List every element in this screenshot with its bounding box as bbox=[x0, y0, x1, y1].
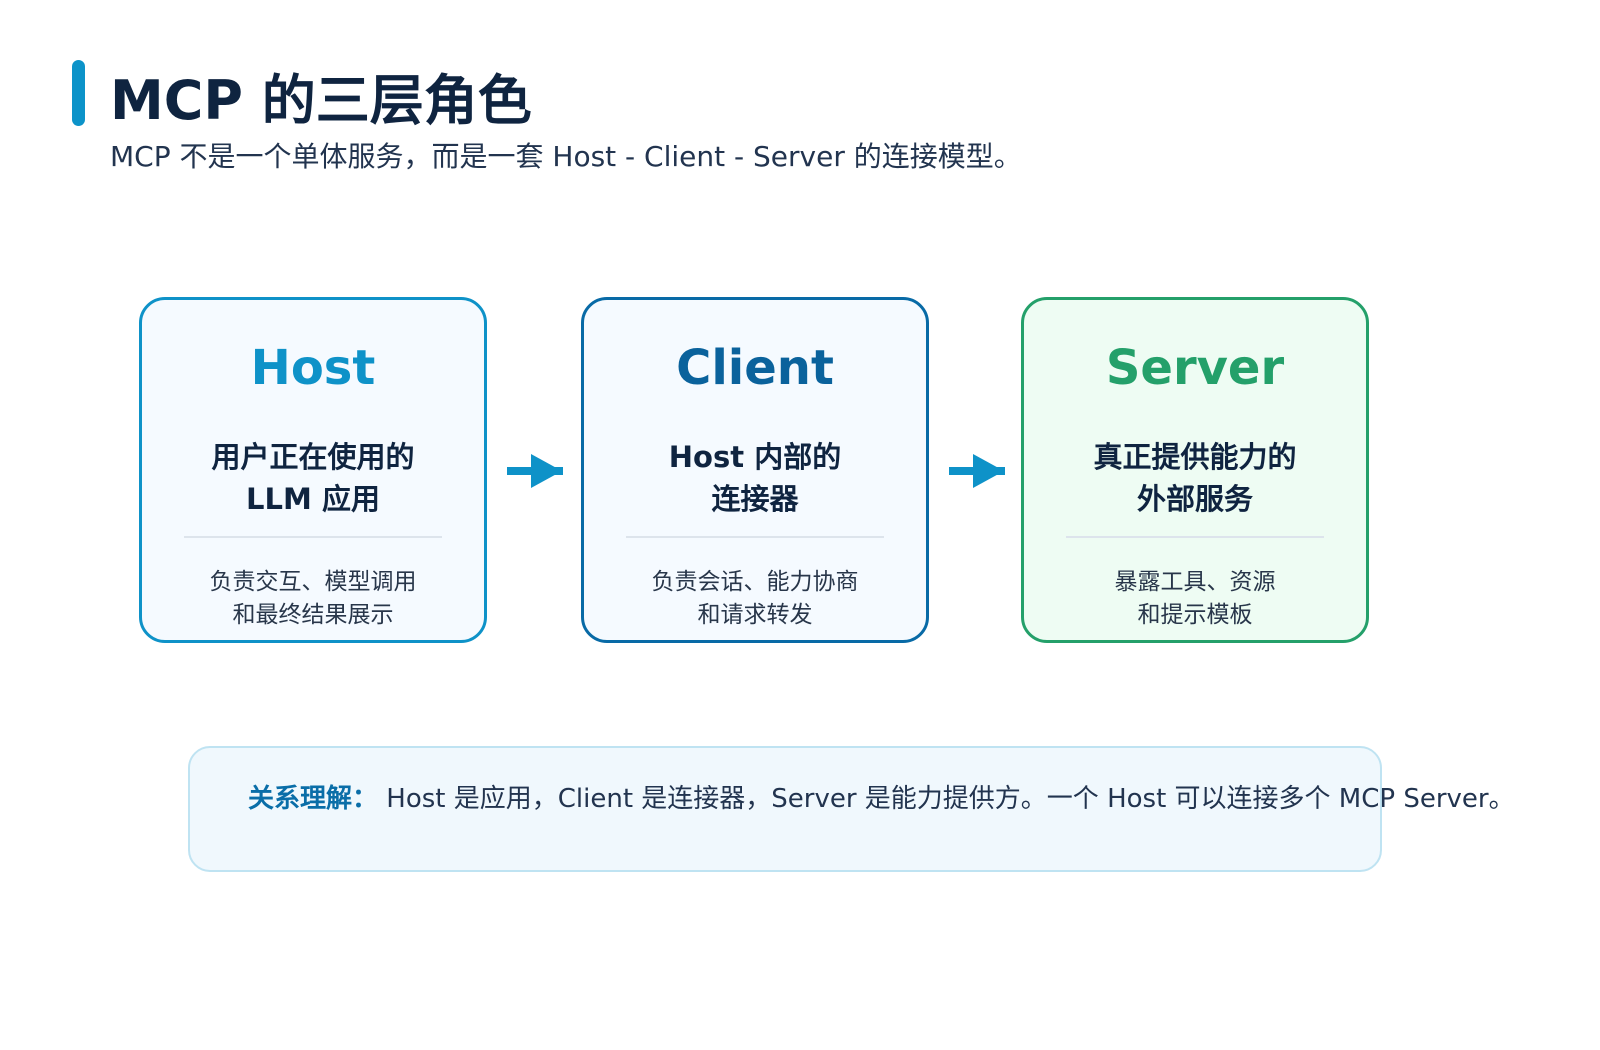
client-card-role-line: Host 内部的 bbox=[668, 440, 842, 474]
server-card-role-line: 外部服务 bbox=[1136, 482, 1253, 516]
server-card-title: Server bbox=[1105, 340, 1285, 396]
client-card-role: Host 内部的 连接器 bbox=[594, 436, 916, 520]
relationship-note-body: Host 是应用，Client 是连接器，Server 是能力提供方。一个 Ho… bbox=[386, 784, 1515, 814]
relationship-note-label: 关系理解： bbox=[248, 784, 379, 814]
client-card-title: Client bbox=[676, 340, 834, 396]
client-card-desc-line: 负责会话、能力协商 bbox=[651, 569, 859, 595]
page-subtitle: MCP 不是一个单体服务，而是一套 Host - Client - Server… bbox=[110, 140, 1022, 173]
host-card-desc-line: 负责交互、模型调用 bbox=[209, 569, 417, 595]
server-card-description: 暴露工具、资源 和提示模板 bbox=[1034, 566, 1356, 632]
host-card-role: 用户正在使用的 LLM 应用 bbox=[152, 436, 474, 520]
client-card-desc-line: 和请求转发 bbox=[697, 602, 813, 628]
client-card-role-line: 连接器 bbox=[711, 482, 799, 516]
title-accent-bar bbox=[72, 60, 85, 126]
client-card: Client Host 内部的 连接器 负责会话、能力协商 和请求转发 bbox=[581, 297, 929, 643]
server-card-role: 真正提供能力的 外部服务 bbox=[1034, 436, 1356, 520]
server-card-desc-line: 和提示模板 bbox=[1137, 602, 1253, 628]
server-card-divider bbox=[1066, 536, 1324, 538]
host-card-description: 负责交互、模型调用 和最终结果展示 bbox=[152, 566, 474, 632]
page-title: MCP 的三层角色 bbox=[110, 69, 532, 132]
host-card-title: Host bbox=[250, 340, 376, 396]
host-card-desc-line: 和最终结果展示 bbox=[232, 602, 394, 628]
host-card-role-line: 用户正在使用的 bbox=[211, 440, 415, 474]
client-card-description: 负责会话、能力协商 和请求转发 bbox=[594, 566, 916, 632]
server-card: Server 真正提供能力的 外部服务 暴露工具、资源 和提示模板 bbox=[1021, 297, 1369, 643]
relationship-note-text: 关系理解： Host 是应用，Client 是连接器，Server 是能力提供方… bbox=[248, 780, 1515, 818]
host-card: Host 用户正在使用的 LLM 应用 负责交互、模型调用 和最终结果展示 bbox=[139, 297, 487, 643]
client-card-divider bbox=[626, 536, 884, 538]
arrow-right-icon bbox=[507, 454, 563, 488]
host-card-divider bbox=[184, 536, 442, 538]
relationship-note: 关系理解： Host 是应用，Client 是连接器，Server 是能力提供方… bbox=[188, 746, 1515, 872]
host-card-role-line: LLM 应用 bbox=[246, 482, 380, 516]
arrow-right-icon bbox=[949, 454, 1005, 488]
server-card-desc-line: 暴露工具、资源 bbox=[1114, 569, 1276, 595]
server-card-role-line: 真正提供能力的 bbox=[1093, 440, 1297, 474]
